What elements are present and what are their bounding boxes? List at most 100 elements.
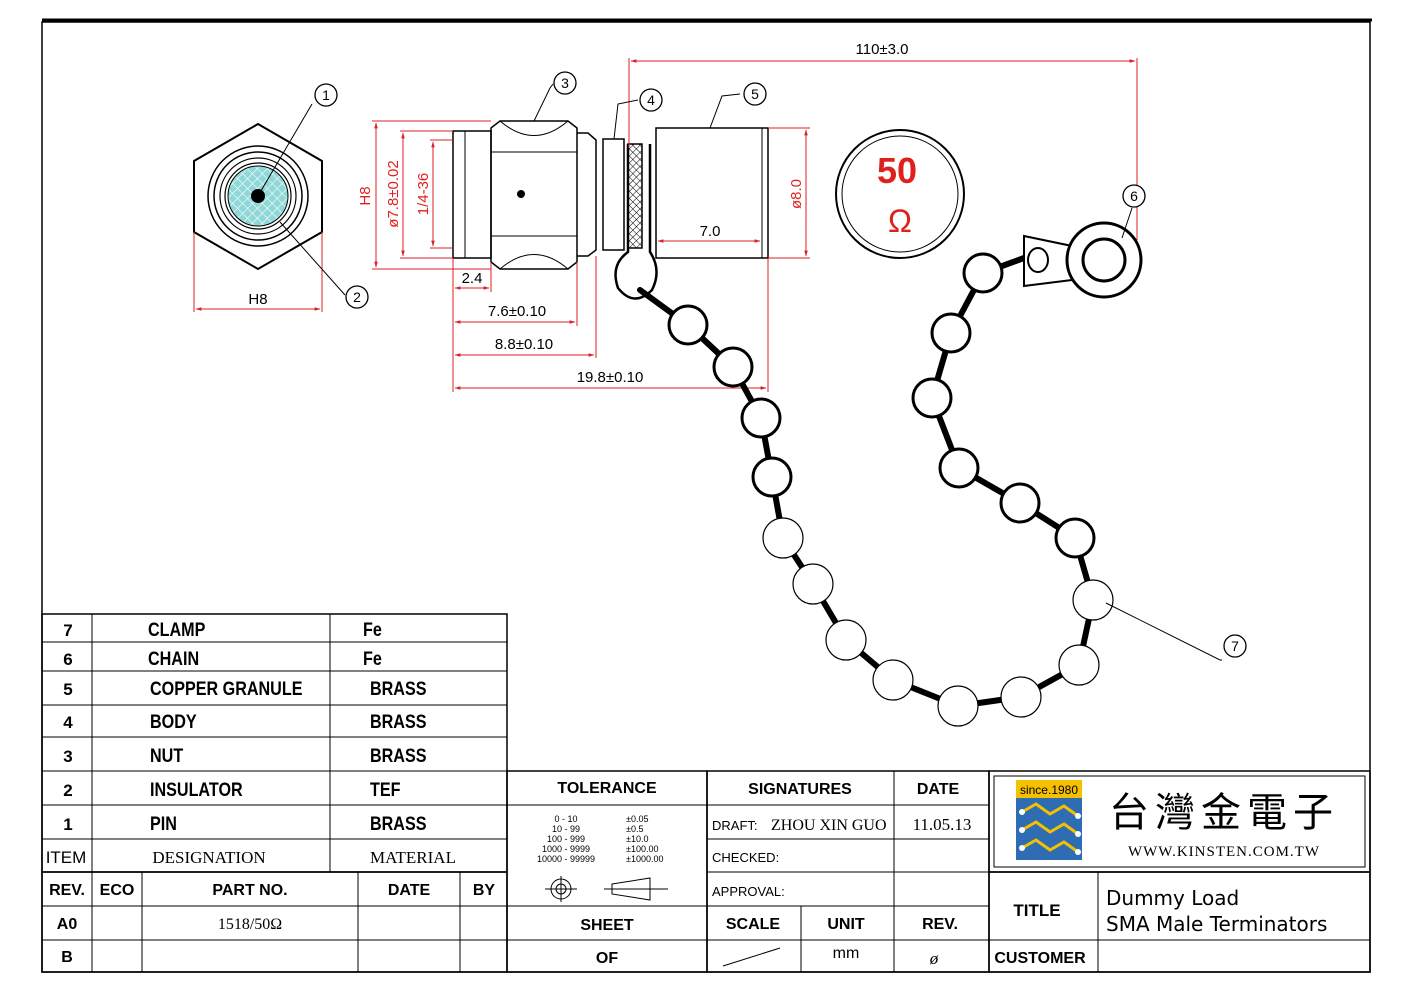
tolerance-value: ±100.00 <box>626 844 658 854</box>
bom-item-number: 1 <box>63 815 72 834</box>
bom-designation: PIN <box>150 813 177 835</box>
draft-date: 11.05.13 <box>913 815 972 834</box>
bom-designation: INSULATOR <box>150 779 243 801</box>
bom-material: Fe <box>363 619 382 641</box>
badge-value: 50 <box>877 150 917 191</box>
cap-depth-label: 7.0 <box>700 223 721 240</box>
bom-header-designation: DESIGNATION <box>152 848 265 867</box>
bom-material: BRASS <box>370 745 427 767</box>
bom-item-number: 7 <box>63 621 72 640</box>
bom-designation: BODY <box>150 711 197 733</box>
chain-ball <box>999 482 1041 524</box>
rev-header-rev: REV. <box>49 882 85 899</box>
rev-header-part-no: PART NO. <box>212 882 287 899</box>
title-block: TITLE Dummy Load SMA Male Terminators CU… <box>988 871 1371 973</box>
chain-ball <box>667 304 709 346</box>
rev-row-b: B <box>61 949 73 966</box>
callout-1: 1 <box>314 83 338 107</box>
tolerance-value: ±1000.00 <box>626 854 663 864</box>
svg-text:3: 3 <box>561 75 569 91</box>
impedance-badge: 50 Ω <box>835 129 965 259</box>
chain-ball <box>962 252 1004 294</box>
chain-ball <box>792 563 834 605</box>
rev-header-eco: ECO <box>100 882 135 899</box>
chain-ball <box>825 619 867 661</box>
chain-ball <box>1072 579 1114 621</box>
bom-item-number: 6 <box>63 650 72 669</box>
callouts: 1 2 3 4 5 6 7 <box>314 71 1247 658</box>
thread-label: 1/4-36 <box>415 173 432 216</box>
title-line-2: SMA Male Terminators <box>1106 912 1327 936</box>
callout-5: 5 <box>743 82 767 106</box>
bom-item-number: 3 <box>63 747 72 766</box>
total-length-label: 110±3.0 <box>856 41 909 58</box>
callout-2: 2 <box>345 285 369 309</box>
rev-row-a0: A0 <box>57 916 78 933</box>
chain-ball <box>938 447 980 489</box>
company-url: WWW.KINSTEN.COM.TW <box>1128 844 1320 860</box>
svg-text:1: 1 <box>322 87 330 103</box>
date-title: DATE <box>917 781 960 798</box>
rev-value: ø <box>929 949 939 968</box>
revision-table: REV. ECO PART NO. DATE BY A0 1518/50Ω B <box>41 871 508 973</box>
ball-chain <box>637 207 1222 727</box>
chain-ball <box>937 685 979 727</box>
checked-label: CHECKED: <box>712 850 779 865</box>
scale-label: SCALE <box>726 916 781 933</box>
tolerance-range: 1000 - 9999 <box>542 844 590 854</box>
bom-material: Fe <box>363 648 382 670</box>
cap-diameter-label: ø8.0 <box>788 179 805 209</box>
rev-header-date: DATE <box>388 882 431 899</box>
tolerance-title: TOLERANCE <box>557 780 657 797</box>
clamp-ring <box>1023 221 1143 299</box>
chain-ball <box>930 312 972 354</box>
approval-label: APPROVAL: <box>712 884 785 899</box>
unit-value: mm <box>833 945 860 962</box>
side-view: 110±3.0 H8 ø7.8±0.02 1/4-36 ø8.0 7.0 2.4… <box>357 41 1138 392</box>
of-label: OF <box>596 950 618 967</box>
chain-ball <box>1058 644 1100 686</box>
rev-header-by: BY <box>473 882 496 899</box>
tolerance-value: ±0.05 <box>626 814 648 824</box>
bom-material: BRASS <box>370 678 427 700</box>
hex-width-label: H8 <box>248 291 267 308</box>
tolerance-range: 10000 - 99999 <box>537 854 595 864</box>
chain-ball <box>911 377 953 419</box>
customer-label: CUSTOMER <box>994 950 1086 967</box>
dim-2-4-label: 2.4 <box>462 270 483 287</box>
rev-label: REV. <box>922 916 958 933</box>
callout-7: 7 <box>1223 634 1247 658</box>
dim-19-8-label: 19.8±0.10 <box>577 369 644 386</box>
chain-ball <box>751 456 793 498</box>
bom-item-number: 5 <box>63 680 72 699</box>
svg-text:2: 2 <box>353 289 361 305</box>
bom-designation: NUT <box>150 745 183 767</box>
bom-designation: CHAIN <box>148 648 199 670</box>
bom-header-item: ITEM <box>46 848 87 867</box>
bom-designation: CLAMP <box>148 619 206 641</box>
svg-text:6: 6 <box>1130 188 1138 204</box>
bom-item-number: 4 <box>63 713 73 732</box>
title-label: TITLE <box>1013 901 1060 920</box>
tolerance-value: ±0.5 <box>626 824 643 834</box>
company-block: since.1980 台灣金電子 WWW.KINSTEN.COM.TW <box>988 770 1371 873</box>
sheet-label: SHEET <box>580 917 634 934</box>
chain-ball <box>712 346 754 388</box>
tolerance-range: 100 - 999 <box>547 834 585 844</box>
chain-ball <box>740 397 782 439</box>
title-line-1: Dummy Load <box>1106 886 1239 910</box>
svg-text:4: 4 <box>647 92 655 108</box>
company-name: 台灣金電子 <box>1109 790 1339 835</box>
tolerance-value: ±10.0 <box>626 834 648 844</box>
bom-material: BRASS <box>370 711 427 733</box>
badge-unit: Ω <box>888 203 912 239</box>
svg-text:5: 5 <box>751 86 759 102</box>
chain-ball <box>762 517 804 559</box>
company-logo: since.1980 <box>1016 780 1082 860</box>
signatures-block: SIGNATURES DATE DRAFT: ZHOU XIN GUO 11.0… <box>706 770 990 973</box>
body-diameter-label: ø7.8±0.02 <box>385 160 402 227</box>
callout-6: 6 <box>1122 184 1146 208</box>
